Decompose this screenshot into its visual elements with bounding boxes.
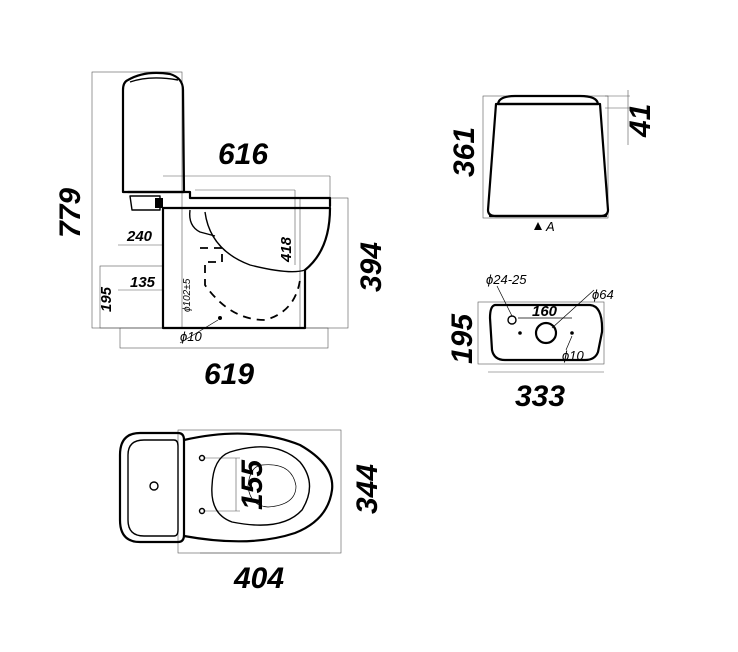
side-bowl-inner	[204, 211, 306, 273]
side-seat	[126, 190, 332, 208]
side-outlet-height-label: 135	[130, 274, 156, 291]
tank-top-bolt-hole-left	[518, 331, 522, 335]
side-inlet-label: 240	[126, 228, 153, 245]
tank-top-bolt-leader	[565, 335, 573, 351]
tank-top-center-leader	[551, 289, 595, 329]
side-total-height-label: 394	[355, 242, 388, 292]
side-floor-gap-label: 195	[98, 286, 115, 312]
tank-top-inlet-hole	[507, 315, 517, 325]
top-view	[118, 429, 342, 554]
side-seat-depth-label: 616	[218, 138, 268, 171]
tank-top-depth-frame	[477, 301, 605, 365]
side-outlet-diameter-label: ϕ102±5	[182, 278, 193, 312]
side-height-label: 779	[54, 188, 87, 238]
total-height-frame	[299, 197, 349, 329]
side-bolt-leader	[179, 319, 219, 344]
top-length-label: 404	[233, 562, 284, 595]
tank-top-outline	[488, 303, 604, 362]
side-tank-bracket	[129, 195, 161, 211]
side-flush-pipe	[189, 209, 216, 237]
tank-front-lid	[496, 94, 600, 106]
tank-top-center-hole-label: ϕ64	[592, 287, 614, 302]
tank-top-bolt-hole-right	[570, 331, 574, 335]
top-width-label: 344	[351, 464, 384, 514]
tank-top-bolt-label: ϕ10	[562, 348, 584, 363]
tank-front-body	[486, 102, 610, 218]
tank-top-spacing-label: 160	[532, 303, 558, 320]
top-seat-outline	[182, 432, 334, 543]
top-tank-outline	[118, 431, 186, 544]
side-bolt-hole	[218, 316, 222, 320]
length-dimension-frame	[119, 327, 329, 349]
side-trap-dashed	[200, 247, 301, 321]
tank-top-hole-label: ϕ24-25	[486, 272, 527, 287]
top-seat-inner	[247, 464, 297, 508]
top-bolt-spacing-label: 155	[236, 459, 269, 510]
top-bowl-opening	[211, 446, 311, 526]
top-bolt-hole-upper	[198, 454, 206, 462]
side-length-label: 619	[204, 358, 254, 391]
top-tank-button	[149, 481, 159, 491]
tank-front-view	[482, 90, 630, 219]
side-tank-lid	[129, 77, 179, 83]
tank-top-depth-label: 195	[446, 313, 479, 364]
tank-top-view	[477, 285, 605, 373]
top-tank-inner	[127, 439, 179, 537]
tank-front-lid-label: 41	[624, 104, 657, 138]
tank-top-center-hole	[534, 321, 558, 345]
side-tank-body	[121, 71, 186, 194]
side-hinge	[155, 198, 163, 208]
view-arrow-icon	[534, 222, 542, 230]
side-bowl-height-label: 418	[278, 236, 295, 263]
side-view	[91, 71, 349, 349]
side-bowl	[161, 206, 332, 330]
tank-front-view-marker: A	[545, 219, 555, 234]
tank-front-height-frame	[482, 95, 609, 219]
tank-top-width-label: 333	[515, 380, 565, 413]
tank-front-height-label: 361	[448, 127, 481, 177]
top-bolt-hole-lower	[198, 507, 206, 515]
tank-top-hole-leader	[496, 285, 513, 317]
